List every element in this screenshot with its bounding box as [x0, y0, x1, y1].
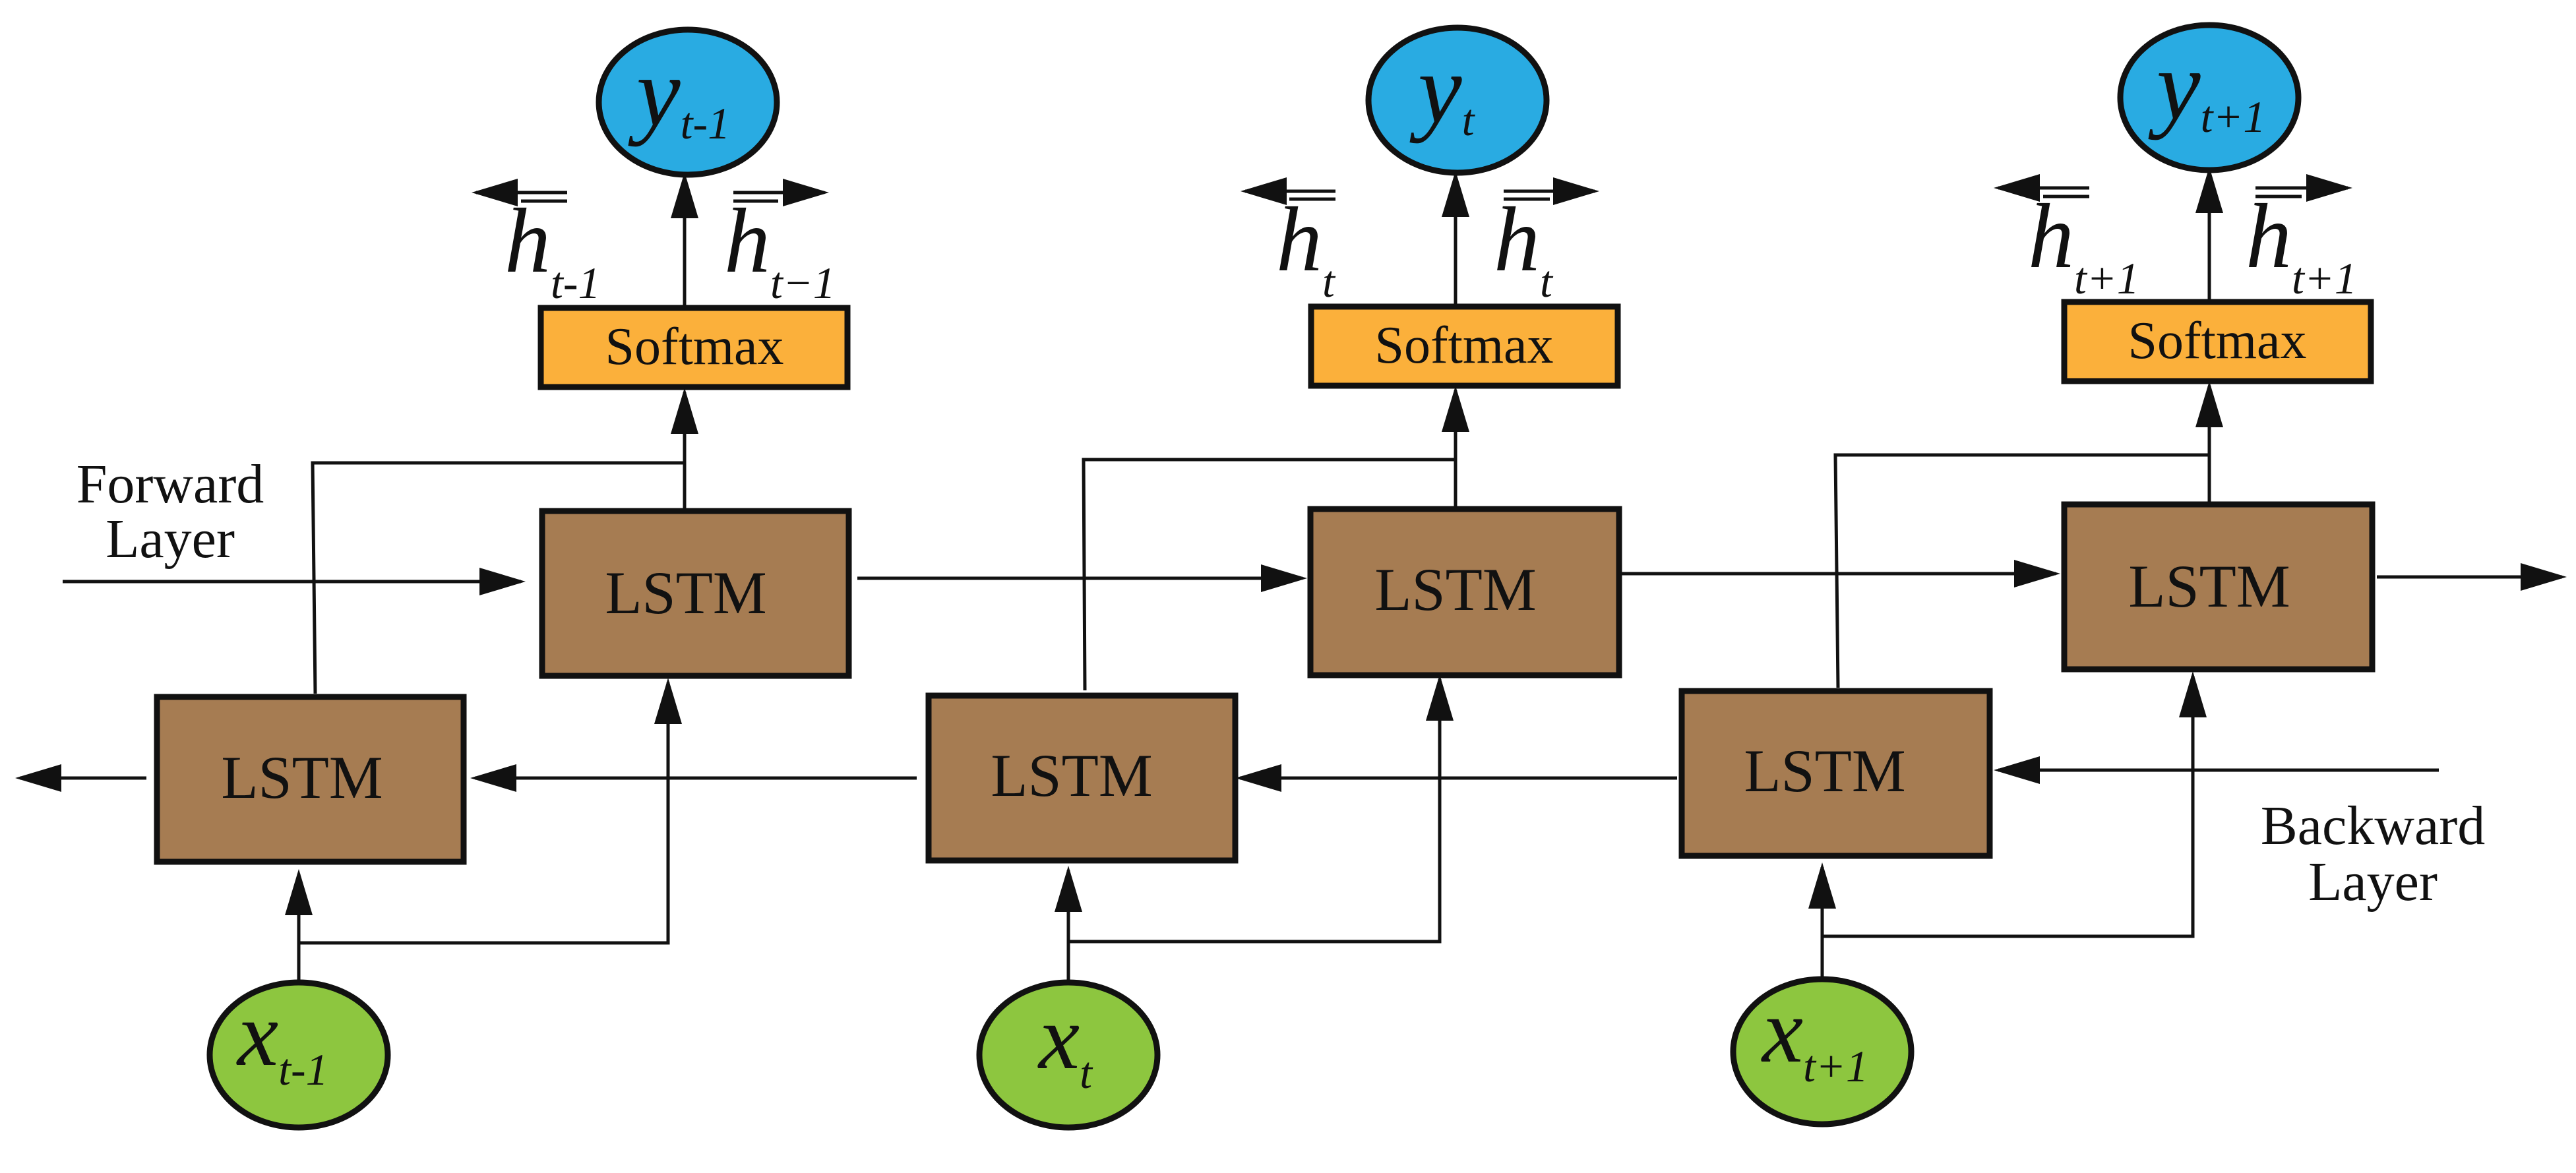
input-node-x-label-3: xt+1 — [1761, 980, 1868, 1091]
backward-lstm-box-1 — [154, 694, 467, 865]
softmax-box-3 — [2061, 299, 2374, 384]
backward-layer-label-line2: Layer — [2308, 851, 2438, 913]
backward-lstm-label-1: LSTM — [221, 744, 383, 811]
input-node-x-3 — [1730, 976, 1915, 1128]
output-node-y-label-2: yt — [1409, 34, 1476, 145]
output-node-y-3 — [2117, 22, 2302, 173]
softmax-box-2 — [1308, 303, 1621, 389]
forward-lstm-box-2 — [1307, 506, 1622, 678]
input-to-forward-wire-3 — [1822, 689, 2195, 938]
input-node-x-label-2: xt — [1037, 986, 1093, 1098]
forward-lstm-box-1 — [539, 508, 852, 679]
softmax-label-2: Softmax — [1374, 316, 1553, 375]
h-backward-label-3: ht+1 — [2028, 185, 2139, 303]
input-to-forward-wire-1 — [299, 692, 670, 945]
output-node-y-label-1: yt-1 — [628, 38, 730, 148]
forward-lstm-label-2: LSTM — [1374, 556, 1536, 623]
forward-lstm-label-1: LSTM — [605, 559, 766, 626]
h-forward-label-1: ht−1 — [724, 190, 836, 308]
h-backward-label-2: ht — [1276, 189, 1336, 307]
softmax-label-1: Softmax — [605, 318, 783, 376]
h-backward-label-1: ht-1 — [505, 190, 601, 308]
output-node-y-1 — [596, 26, 780, 178]
forward-layer-label-line1: Forward — [77, 454, 264, 515]
backward-lstm-label-2: LSTM — [991, 742, 1152, 809]
input-node-x-label-1: xt-1 — [236, 983, 328, 1095]
backward-lstm-box-2 — [925, 692, 1239, 864]
output-node-y-label-3: yt+1 — [2148, 31, 2265, 142]
backward-to-softmax-wire-3 — [1833, 453, 2209, 688]
backward-to-softmax-wire-2 — [1082, 458, 1456, 691]
backward-layer-label-line1: Backward — [2261, 795, 2486, 857]
backward-to-softmax-wire-1 — [311, 461, 685, 694]
input-to-forward-wire-2 — [1068, 692, 1442, 944]
backward-lstm-label-3: LSTM — [1744, 737, 1905, 804]
input-node-x-1 — [206, 979, 391, 1131]
output-node-y-2 — [1365, 24, 1550, 176]
h-forward-label-3: ht+1 — [2246, 185, 2357, 303]
forward-lstm-box-3 — [2061, 501, 2376, 673]
backward-lstm-box-3 — [1678, 688, 1993, 859]
softmax-label-3: Softmax — [2128, 312, 2306, 370]
forward-layer-label-line2: Layer — [106, 508, 235, 570]
input-node-x-2 — [976, 979, 1161, 1131]
h-forward-label-2: ht — [1494, 189, 1554, 307]
forward-lstm-label-3: LSTM — [2128, 553, 2290, 620]
softmax-box-1 — [537, 305, 851, 390]
